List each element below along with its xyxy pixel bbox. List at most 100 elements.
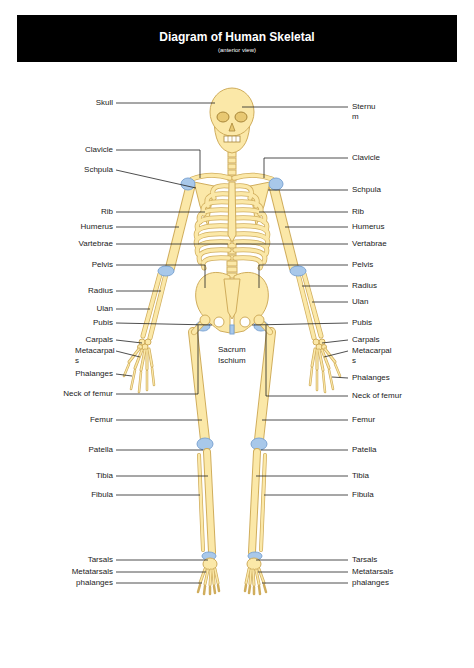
rect-shape	[224, 136, 240, 142]
part-label: Phalanges	[75, 369, 113, 379]
line-shape	[116, 420, 202, 421]
rect-shape	[228, 164, 236, 169]
line-shape	[262, 583, 348, 584]
part-label: Humerus	[352, 222, 384, 232]
part-label: Neck of femur	[352, 391, 402, 401]
sacrum-bone	[224, 279, 240, 319]
part-label: Patella	[352, 445, 376, 455]
view-subtitle: (anterior view)	[17, 46, 457, 54]
part-label: Carpals	[352, 335, 380, 345]
line-shape	[116, 323, 212, 325]
part-label: Fibula	[352, 490, 374, 500]
line-shape	[116, 340, 142, 343]
polyline-shape	[116, 325, 198, 394]
part-label: Metacarpals	[75, 346, 117, 366]
line-shape	[116, 583, 202, 584]
sternum-bone	[228, 182, 236, 242]
polyline-shape	[266, 325, 348, 396]
part-label: Tibia	[96, 471, 113, 481]
left-leaders	[116, 103, 228, 583]
line-shape	[242, 107, 348, 108]
line-shape	[116, 170, 196, 188]
line-shape	[259, 212, 348, 213]
part-label: phalanges	[352, 578, 389, 588]
part-label: Metatarsals	[352, 567, 393, 577]
line-shape	[116, 450, 203, 451]
pubic-joint	[230, 325, 234, 334]
part-label: Skull	[96, 98, 113, 108]
part-label: Radius	[88, 286, 113, 296]
part-label: Ulan	[97, 304, 113, 314]
line-shape	[264, 495, 348, 496]
polyline-shape	[264, 158, 348, 178]
part-label: Clavicle	[85, 145, 113, 155]
part-label: phalanges	[76, 578, 113, 588]
part-label: Pelvis	[92, 260, 113, 270]
part-label: Fibula	[91, 490, 113, 500]
part-label: Vartebrae	[78, 239, 113, 249]
line-shape	[116, 212, 205, 213]
part-label: Ischium	[217, 356, 247, 366]
part-label: Metacarpals	[352, 346, 394, 366]
part-label: Tarsals	[352, 555, 377, 565]
part-label: Carpals	[85, 335, 113, 345]
line-shape	[116, 103, 215, 104]
rect-shape	[228, 158, 236, 163]
line-shape	[116, 227, 179, 228]
right-leaders	[236, 107, 348, 583]
line-shape	[116, 351, 140, 357]
part-label: Pelvis	[352, 260, 373, 270]
path-shape	[229, 123, 235, 131]
line-shape	[332, 377, 348, 378]
title-bar: Diagram of Human Skeletal (anterior view)	[17, 15, 457, 62]
line-shape	[116, 291, 161, 292]
line-shape	[302, 286, 348, 287]
part-label: Phalanges	[352, 373, 390, 383]
line-shape	[285, 227, 348, 228]
line-shape	[116, 309, 150, 310]
polyline-shape	[116, 265, 205, 288]
skull-bone	[210, 88, 254, 153]
line-shape	[262, 420, 348, 421]
part-label: Humerus	[81, 222, 113, 232]
line-shape	[256, 560, 348, 561]
line-shape	[116, 560, 208, 561]
polyline-shape	[259, 265, 348, 288]
part-label: Pubis	[352, 318, 372, 328]
left-half	[124, 175, 230, 594]
right-half	[234, 175, 340, 594]
ellipse-shape	[235, 112, 247, 122]
line-shape	[268, 190, 348, 191]
part-label: Ulan	[352, 297, 368, 307]
line-shape	[116, 244, 228, 245]
line-shape	[258, 572, 348, 573]
line-shape	[228, 136, 229, 142]
line-shape	[324, 351, 348, 357]
part-label: Metatarsals	[72, 567, 113, 577]
line-shape	[116, 374, 132, 376]
part-label: Femur	[90, 415, 113, 425]
part-label: Schpula	[84, 165, 113, 175]
rect-shape	[227, 261, 237, 266]
part-label: Patella	[89, 445, 113, 455]
part-label: Clavicle	[352, 153, 380, 163]
part-label: Sternum	[352, 102, 380, 122]
part-label: Rib	[352, 207, 364, 217]
part-label: Rib	[101, 207, 113, 217]
line-shape	[116, 495, 200, 496]
part-label: Vertabrae	[352, 239, 387, 249]
polyline-shape	[116, 150, 200, 178]
part-label: Neck of femur	[63, 389, 113, 399]
ellipse-shape	[210, 88, 254, 136]
line-shape	[116, 572, 206, 573]
line-shape	[322, 340, 348, 343]
part-label: Schpula	[352, 185, 381, 195]
rect-shape	[228, 170, 236, 175]
line-shape	[256, 476, 348, 477]
line-shape	[236, 136, 237, 142]
diagram-title: Diagram of Human Skeletal	[17, 30, 457, 44]
part-label: Tarsals	[88, 555, 113, 565]
line-shape	[116, 476, 208, 477]
